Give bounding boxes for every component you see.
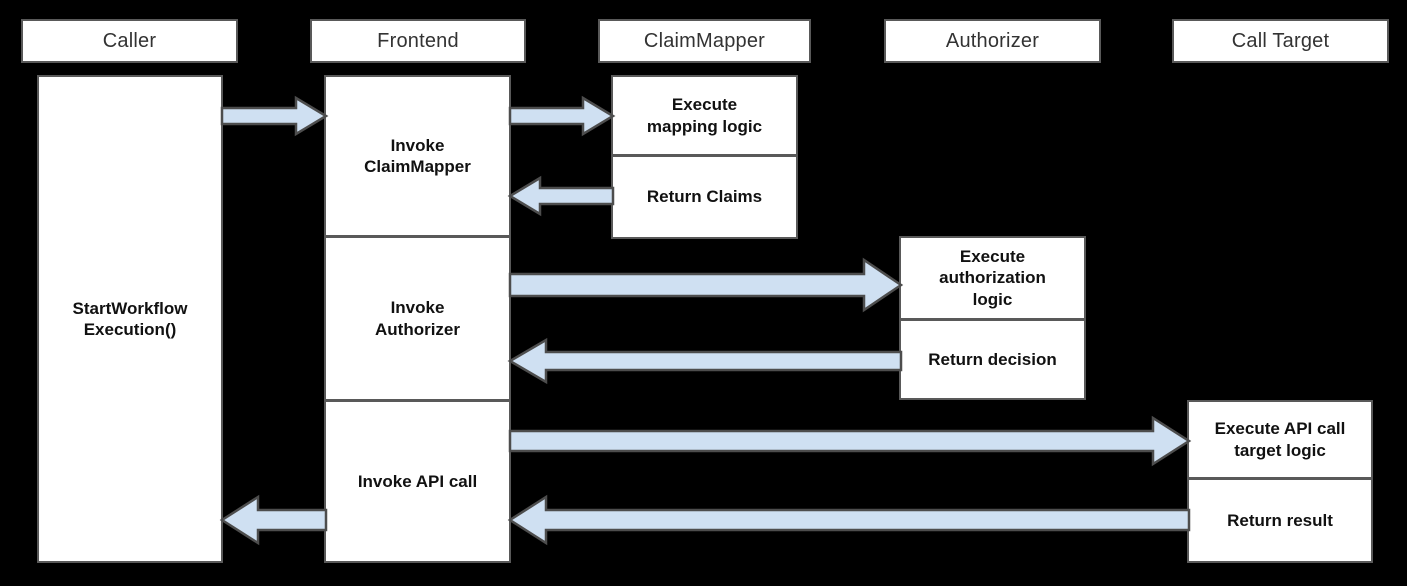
message-arrow-frontend-to-calltarget	[508, 415, 1192, 467]
activation-claimmapper-return-claims: Return Claims	[611, 155, 798, 239]
lifeline-header-claimmapper-label: ClaimMapper	[643, 29, 766, 52]
activation-frontend-invoke-api-call: Invoke API call	[324, 400, 511, 563]
message-arrow-frontend-to-authorizer	[508, 257, 904, 313]
message-arrow-calltarget-to-frontend	[507, 494, 1191, 546]
lifeline-header-frontend: Frontend	[310, 19, 526, 63]
activation-frontend-invoke-authorizer: Invoke Authorizer	[324, 236, 511, 401]
activation-frontend-invoke-claimmapper: Invoke ClaimMapper	[324, 75, 511, 237]
activation-authorizer-execute-authorization-logic-label: Execute authorization logic	[939, 247, 1046, 309]
activation-claimmapper-execute-mapping-logic-label: Execute mapping logic	[646, 95, 763, 136]
lifeline-header-claimmapper: ClaimMapper	[598, 19, 811, 63]
activation-caller-startworkflow-label: StartWorkflow Execution()	[72, 298, 188, 339]
activation-frontend-invoke-claimmapper-label: Invoke ClaimMapper	[364, 135, 471, 176]
activation-calltarget-return-result: Return result	[1187, 478, 1373, 563]
message-arrow-frontend-to-caller	[219, 494, 328, 546]
lifeline-header-authorizer: Authorizer	[884, 19, 1101, 63]
activation-claimmapper-execute-mapping-logic: Execute mapping logic	[611, 75, 798, 156]
activation-authorizer-execute-authorization-logic: Execute authorization logic	[899, 236, 1086, 320]
lifeline-header-calltarget-label: Call Target	[1231, 29, 1330, 52]
message-arrow-authorizer-to-frontend	[507, 337, 903, 385]
lifeline-header-authorizer-label: Authorizer	[945, 29, 1040, 52]
activation-frontend-invoke-api-call-label: Invoke API call	[357, 471, 478, 491]
activation-caller-startworkflow: StartWorkflow Execution()	[37, 75, 223, 563]
activation-claimmapper-return-claims-label: Return Claims	[646, 187, 763, 207]
lifeline-header-caller-label: Caller	[102, 29, 157, 52]
lifeline-header-frontend-label: Frontend	[377, 29, 459, 52]
message-arrow-caller-to-frontend	[220, 95, 329, 137]
message-arrow-frontend-to-claimmapper	[508, 95, 616, 137]
activation-calltarget-execute-api-call-target-logic-label: Execute API call target logic	[1214, 419, 1346, 460]
activation-calltarget-execute-api-call-target-logic: Execute API call target logic	[1187, 400, 1373, 479]
lifeline-header-calltarget: Call Target	[1172, 19, 1389, 63]
activation-calltarget-return-result-label: Return result	[1227, 510, 1333, 530]
lifeline-header-caller: Caller	[21, 19, 238, 63]
message-arrow-claimmapper-to-frontend	[507, 175, 615, 217]
activation-authorizer-return-decision-label: Return decision	[928, 349, 1057, 369]
activation-authorizer-return-decision: Return decision	[899, 319, 1086, 400]
activation-frontend-invoke-authorizer-label: Invoke Authorizer	[375, 298, 460, 339]
